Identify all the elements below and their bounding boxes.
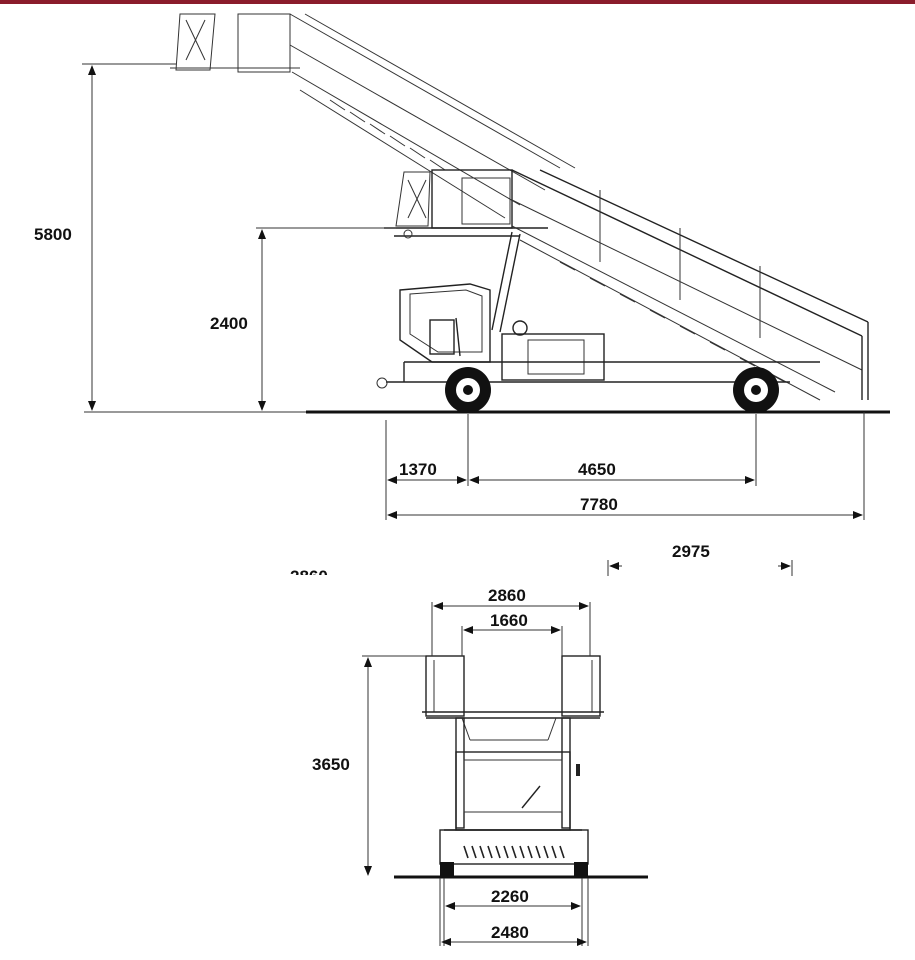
front-view: 2860 1660 3650 2260 2480 — [312, 586, 648, 946]
side-view: 5800 2400 1370 4650 7780 2975 2860 — [34, 13, 890, 586]
lower-platform — [384, 169, 548, 239]
stair-flight — [511, 169, 869, 401]
rear-wheel — [733, 367, 779, 413]
platform-width-label: 2860 — [488, 586, 526, 605]
chassis-width-label: 2480 — [491, 923, 529, 942]
front-wheel — [445, 367, 491, 413]
track-width-label: 2260 — [491, 887, 529, 906]
upper-stair-outline — [170, 13, 576, 219]
height-min-label: 2400 — [210, 314, 248, 333]
svg-text:2860: 2860 — [290, 567, 328, 586]
wheelbase-label: 4650 — [578, 460, 616, 479]
front-overhang-label: 1370 — [399, 460, 437, 479]
top-accent-bar — [0, 0, 915, 4]
rear-dim-label: 2975 — [672, 542, 710, 561]
overall-length-label: 7780 — [580, 495, 618, 514]
lift-strut — [491, 231, 513, 331]
front-platform — [422, 655, 604, 741]
clipped-dim-label: 2860 — [290, 567, 328, 586]
inner-width-label: 1660 — [490, 611, 528, 630]
front-height-label: 3650 — [312, 755, 350, 774]
front-cab — [439, 717, 589, 876]
height-max-label: 5800 — [34, 225, 72, 244]
